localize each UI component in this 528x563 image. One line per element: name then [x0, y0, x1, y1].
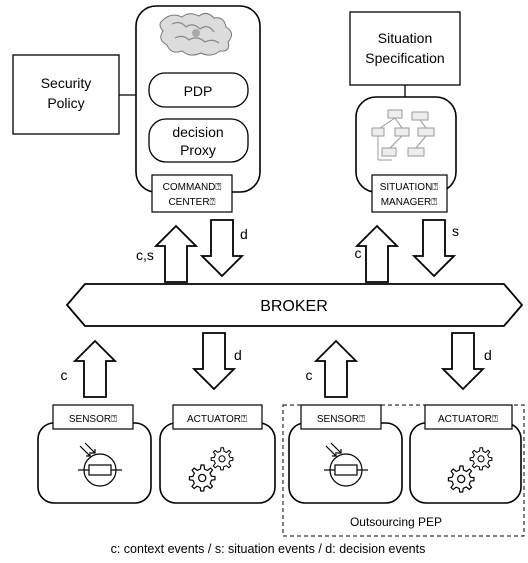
cc-down-arrow [201, 219, 243, 277]
cc-up-arrow-label: c,s [136, 247, 154, 263]
sensor2-up-arrow-label: c [306, 367, 313, 383]
situation-manager-tag [371, 174, 448, 213]
sensor-2-tag [300, 404, 382, 430]
actuator2-down-arrow-label: d [484, 347, 492, 363]
flowchart-icon [371, 109, 435, 161]
sm-up-arrow [356, 225, 398, 283]
security-policy-label-2: Policy [47, 95, 84, 111]
photo-sensor-icon [78, 442, 122, 487]
actuator-2-tag-label: ACTUATOR⍰ [438, 414, 498, 425]
security-policy-box: Security Policy [12, 54, 120, 135]
cc-up-arrow [155, 225, 197, 283]
broker-bus: BROKER [65, 283, 524, 327]
pdp-box [148, 72, 249, 108]
sm-up-arrow-label: c [355, 245, 362, 261]
outsourcing-pep-region [282, 404, 525, 537]
situation-manager-tag-line1: SITUATION⍰ [380, 182, 439, 193]
decision-proxy-label-2: Proxy [180, 142, 216, 158]
sensor-2: SENSOR⍰ [288, 404, 403, 504]
command-center-tag-line1: COMMAND⍰ [163, 182, 222, 193]
command-center: PDP decision Proxy COMMAND⍰ CENTER⍰ [135, 5, 261, 213]
decision-proxy-label-1: decision [172, 124, 223, 140]
command-center-tag [151, 174, 233, 213]
decision-proxy-box [148, 118, 249, 163]
command-center-tag-line2: CENTER⍰ [168, 197, 215, 208]
situation-specification-label-2: Specification [365, 50, 444, 66]
security-policy-label-1: Security [41, 75, 92, 91]
sm-down-arrow-label: s [452, 223, 459, 239]
sensor1-up-arrow [74, 340, 116, 398]
situation-specification-box: Situation Specification [349, 11, 461, 86]
puzzle-icon [159, 12, 232, 56]
photo-sensor-icon [324, 442, 368, 487]
situation-manager: SITUATION⍰ MANAGER⍰ [355, 96, 457, 213]
sensor1-up-arrow-label: c [61, 367, 68, 383]
sensor-1-tag-label: SENSOR⍰ [69, 414, 117, 425]
actuator1-down-arrow [193, 332, 235, 390]
broker-label: BROKER [260, 298, 328, 315]
actuator-2: ACTUATOR⍰ [409, 404, 522, 504]
cc-down-arrow-label: d [240, 226, 248, 242]
sm-down-arrow [413, 219, 455, 277]
sensor2-up-arrow [315, 340, 357, 398]
sensor-1-tag [52, 404, 134, 430]
actuator-1: ACTUATOR⍰ [159, 404, 276, 504]
situation-manager-tag-line2: MANAGER⍰ [381, 197, 438, 208]
actuator-2-tag [424, 404, 513, 430]
situation-specification-label-1: Situation [378, 30, 432, 46]
pdp-label: PDP [184, 83, 213, 99]
actuator-1-tag-label: ACTUATOR⍰ [187, 414, 247, 425]
actuator2-down-arrow [442, 332, 484, 390]
legend-text: c: context events / s: situation events … [111, 542, 426, 556]
sensor-2-tag-label: SENSOR⍰ [317, 414, 365, 425]
actuator-1-tag [172, 404, 263, 430]
actuator1-down-arrow-label: d [234, 347, 242, 363]
outsourcing-pep-label: Outsourcing PEP [350, 515, 442, 529]
sensor-1: SENSOR⍰ [37, 404, 152, 504]
